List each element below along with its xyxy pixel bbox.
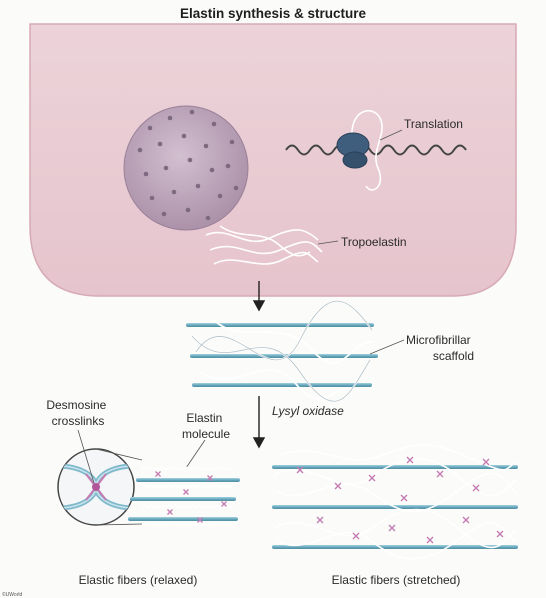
copyright-mark: ©UWorld (2, 591, 22, 598)
label-elastic-fibers-stretched: Elastic fibers (stretched) (332, 573, 461, 587)
nuclear-pore (217, 193, 223, 199)
desmosine-leader (77, 429, 95, 484)
nuclear-pore (137, 147, 143, 153)
cell-body (29, 23, 517, 297)
diagram-title: Elastin synthesis & structure (180, 6, 367, 21)
nuclear-pore (171, 189, 177, 195)
crosslink-mark (167, 509, 173, 515)
nuclear-pore (143, 171, 149, 177)
nuclear-pore (161, 211, 167, 217)
tropoelastin-strands (205, 225, 323, 265)
nuclear-pore (205, 215, 211, 221)
label-desmosine-crosslinks: Desmosine crosslinks (46, 398, 109, 428)
crosslink-mark (436, 470, 444, 478)
nuclear-pore (147, 125, 153, 131)
nuclear-pore (189, 109, 195, 115)
nuclear-pore (149, 195, 155, 201)
coiled-elastin (141, 466, 233, 472)
crosslink-mark (462, 516, 470, 524)
label-elastin-molecule: Elastin molecule (182, 411, 230, 441)
crosslink-mark (155, 471, 161, 477)
label-lysyl-oxidase: Lysyl oxidase (272, 404, 344, 418)
nuclear-pore (225, 163, 231, 169)
tropoelastin-leader (317, 240, 339, 245)
crosslink-mark (496, 530, 504, 538)
nuclear-pore (233, 185, 239, 191)
crosslink-mark (296, 466, 304, 474)
nascent-polypeptide (351, 109, 383, 191)
label-microfibrillar-scaffold: Microfibrillar scaffold (406, 333, 474, 363)
elastin-molecule-leader (185, 439, 206, 469)
crosslink-mark (221, 501, 227, 507)
nuclear-pore (211, 121, 217, 127)
arrow-down-icon (252, 396, 266, 449)
translation-leader (379, 129, 403, 141)
crosslink-mark (406, 456, 414, 464)
nuclear-pore (167, 115, 173, 121)
elastic-fibers-stretched-graphic (272, 444, 518, 560)
nuclear-pore (229, 139, 235, 145)
microfibrillar-scaffold (186, 300, 378, 402)
crosslink-mark (482, 458, 490, 466)
elastic-fibers-relaxed-graphic (128, 466, 240, 528)
nuclear-pore (187, 157, 193, 163)
coiled-elastin (141, 522, 233, 528)
ribosome (336, 132, 370, 169)
coiled-elastin (141, 484, 233, 490)
label-tropoelastin: Tropoelastin (341, 235, 407, 249)
nuclear-pore (203, 143, 209, 149)
nuclear-pore (185, 207, 191, 213)
coiled-elastin (141, 504, 233, 510)
zoom-connector (95, 523, 143, 526)
nuclear-pore (163, 165, 169, 171)
crosslink-mark (334, 482, 342, 490)
nuclear-pore (209, 167, 215, 173)
nuclear-pore (195, 183, 201, 189)
nuclear-pore (157, 141, 163, 147)
label-translation: Translation (404, 117, 463, 131)
nucleus (123, 105, 249, 231)
crosslink-mark (183, 489, 189, 495)
crosslink-mark (472, 484, 480, 492)
label-elastic-fibers-relaxed: Elastic fibers (relaxed) (79, 573, 198, 587)
crosslink-mark (426, 536, 434, 544)
crosslink-mark (368, 474, 376, 482)
crosslink-mark (316, 516, 324, 524)
crosslink-mark (197, 517, 203, 523)
crosslink-mark (400, 494, 408, 502)
desmosine-zoom (57, 448, 135, 526)
crosslink-mark (207, 475, 213, 481)
nuclear-pore (181, 133, 187, 139)
zoom-connector (95, 448, 143, 461)
crosslink-mark (352, 532, 360, 540)
arrow-down-icon (252, 281, 266, 312)
scaffold-leader (369, 339, 405, 355)
crosslink-mark (388, 524, 396, 532)
